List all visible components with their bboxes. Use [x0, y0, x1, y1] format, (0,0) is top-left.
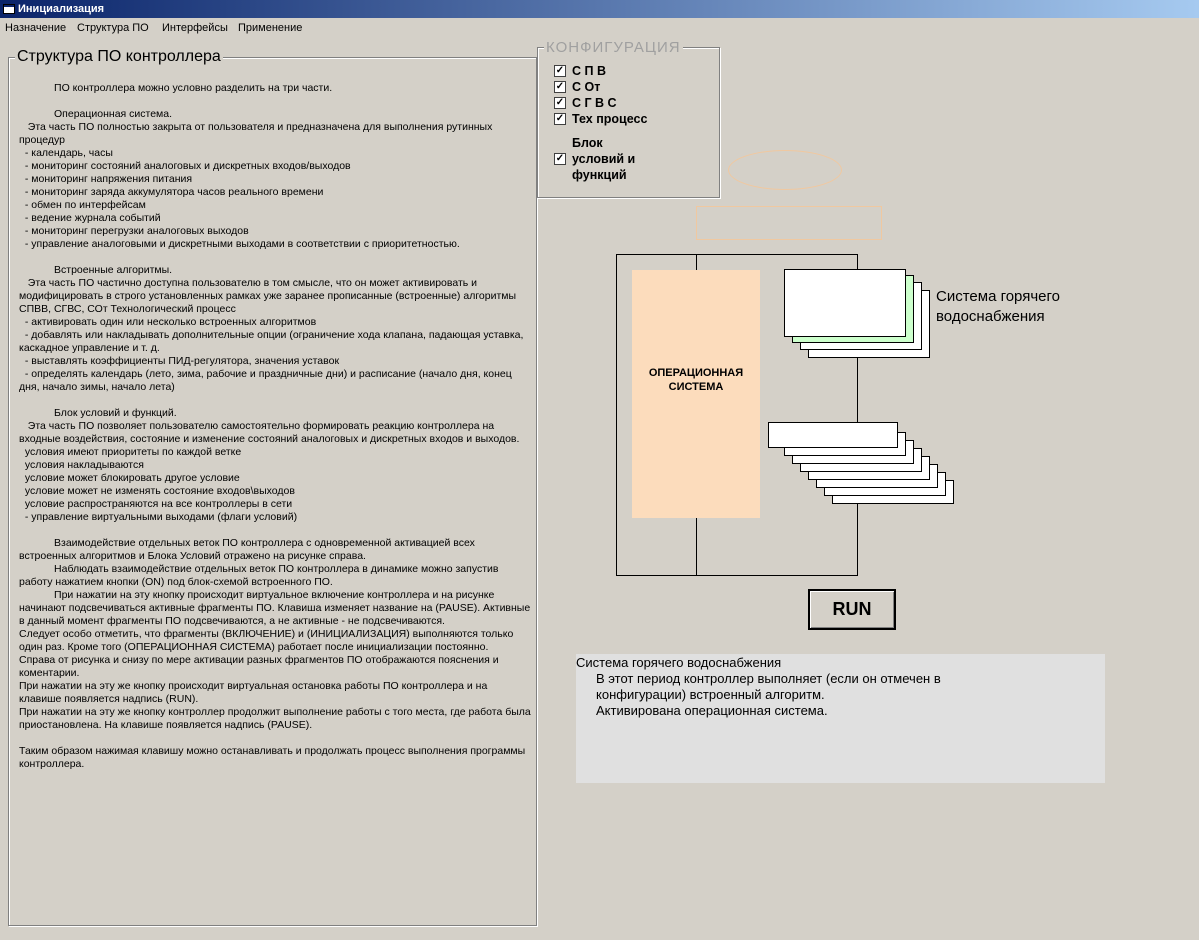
info-text-algorithm: В этот период контроллер выполняет (если…	[596, 671, 941, 702]
checkbox-check-icon[interactable]: ✓	[554, 97, 566, 109]
configuration-groupbox: КОНФИГУРАЦИЯ ✓ С П В ✓ С От ✓ С Г В С ✓ …	[537, 39, 720, 198]
info-title: Система горячего водоснабжения	[576, 655, 782, 670]
title-bar: Инициализация	[0, 0, 1199, 18]
info-panel: Система горячего водоснабжения В этот пе…	[576, 654, 1105, 783]
checkbox-check-icon[interactable]: ✓	[554, 81, 566, 93]
structure-groupbox-title: Структура ПО контроллера	[15, 48, 223, 66]
window-title: Инициализация	[18, 3, 105, 15]
operating-system-block: ОПЕРАЦИОННАЯ СИСТЕМА	[632, 270, 760, 518]
config-label-conditions-block: Блок условий и функций	[572, 136, 636, 182]
config-label-spv: С П В	[572, 64, 606, 78]
config-label-tech-process: Тех процесс	[572, 112, 648, 126]
app-icon	[3, 4, 15, 14]
menu-item-purpose[interactable]: Назначение	[5, 22, 67, 34]
power-on-block	[696, 206, 882, 240]
checkbox-check-icon[interactable]: ✓	[554, 113, 566, 125]
menu-item-application[interactable]: Применение	[238, 22, 303, 34]
operating-system-label: ОПЕРАЦИОННАЯ СИСТЕМА	[648, 367, 744, 393]
info-text-os: Активирована операционная система.	[596, 703, 828, 718]
menu-bar: Назначение Структура ПО Интерфейсы Приме…	[0, 19, 1199, 38]
config-label-sgvs: С Г В С	[572, 96, 617, 110]
structure-groupbox: Структура ПО контроллера ПО контроллера …	[8, 48, 537, 926]
condition-card	[768, 422, 898, 448]
config-label-sot: С От	[572, 80, 601, 94]
hot-water-system-label: Система горячего водоснабжения	[936, 288, 1060, 325]
structure-description-text: ПО контроллера можно условно разделить н…	[19, 82, 531, 770]
algorithm-card	[784, 269, 906, 337]
run-button[interactable]: RUN	[808, 589, 896, 630]
menu-item-structure[interactable]: Структура ПО	[77, 22, 149, 34]
checkbox-check-icon[interactable]: ✓	[554, 153, 566, 165]
init-ellipse	[728, 150, 842, 190]
configuration-title: КОНФИГУРАЦИЯ	[544, 39, 683, 56]
menu-item-interfaces[interactable]: Интерфейсы	[162, 22, 228, 34]
checkbox-check-icon[interactable]: ✓	[554, 65, 566, 77]
